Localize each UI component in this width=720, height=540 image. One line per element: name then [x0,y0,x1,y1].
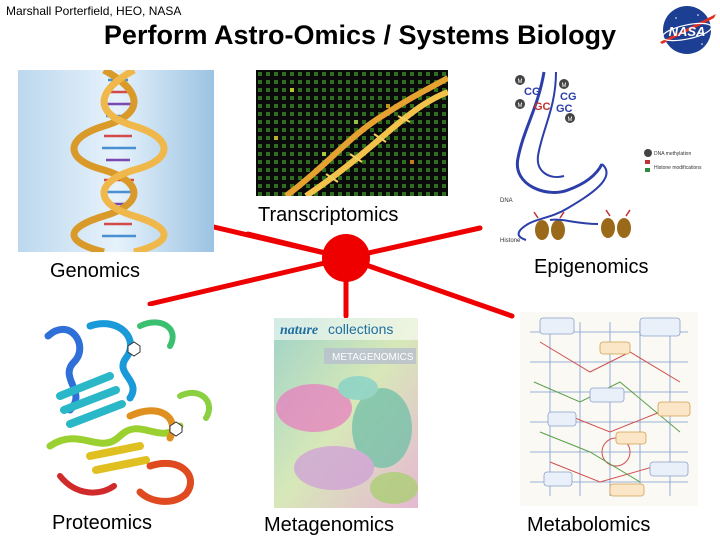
cover-title: METAGENOMICS [332,352,414,363]
svg-text:CG: CG [524,86,541,98]
svg-text:Histone modifications: Histone modifications [654,165,702,171]
svg-text:DNA methylation: DNA methylation [654,151,691,157]
svg-text:M: M [562,83,567,89]
nasa-logo: NASA [656,4,718,56]
svg-text:DNA: DNA [500,198,513,204]
transcriptomics-image [256,70,448,196]
svg-text:CG: CG [560,91,577,103]
spoke-metabolomics [343,255,515,319]
node-label-genomics: Genomics [50,260,141,282]
hub-circle [322,234,370,282]
node-label-epigenomics: Epigenomics [534,256,649,278]
genomics-image [18,70,214,252]
metabolomics-image [520,312,698,506]
nasa-logo-text: NASA [669,24,706,39]
node-label-metabolomics: Metabolomics [527,514,651,536]
metagenomics-cover: nature collections METAGENOMICS [274,318,418,508]
svg-text:GC: GC [534,101,551,113]
svg-text:GC: GC [556,103,573,115]
proteomics-image [30,306,226,508]
epigenomics-image: M M M M CG CG GC GC DNA methylation Hist… [498,68,716,250]
spoke-proteomics [147,255,349,307]
cover-brand-nature: nature [280,323,318,338]
slide-title: Perform Astro-Omics / Systems Biology [103,20,617,50]
cover-brand-collections: collections [328,321,393,337]
node-label-transcriptomics: Transcriptomics [258,204,399,226]
svg-text:M: M [568,117,573,123]
svg-text:M: M [518,79,523,85]
svg-text:M: M [518,103,523,109]
node-label-proteomics: Proteomics [52,512,153,534]
node-label-metagenomics: Metagenomics [264,514,395,536]
author-credit: Marshall Porterfield, HEO, NASA [6,4,182,18]
svg-text:Histone: Histone [500,238,521,244]
